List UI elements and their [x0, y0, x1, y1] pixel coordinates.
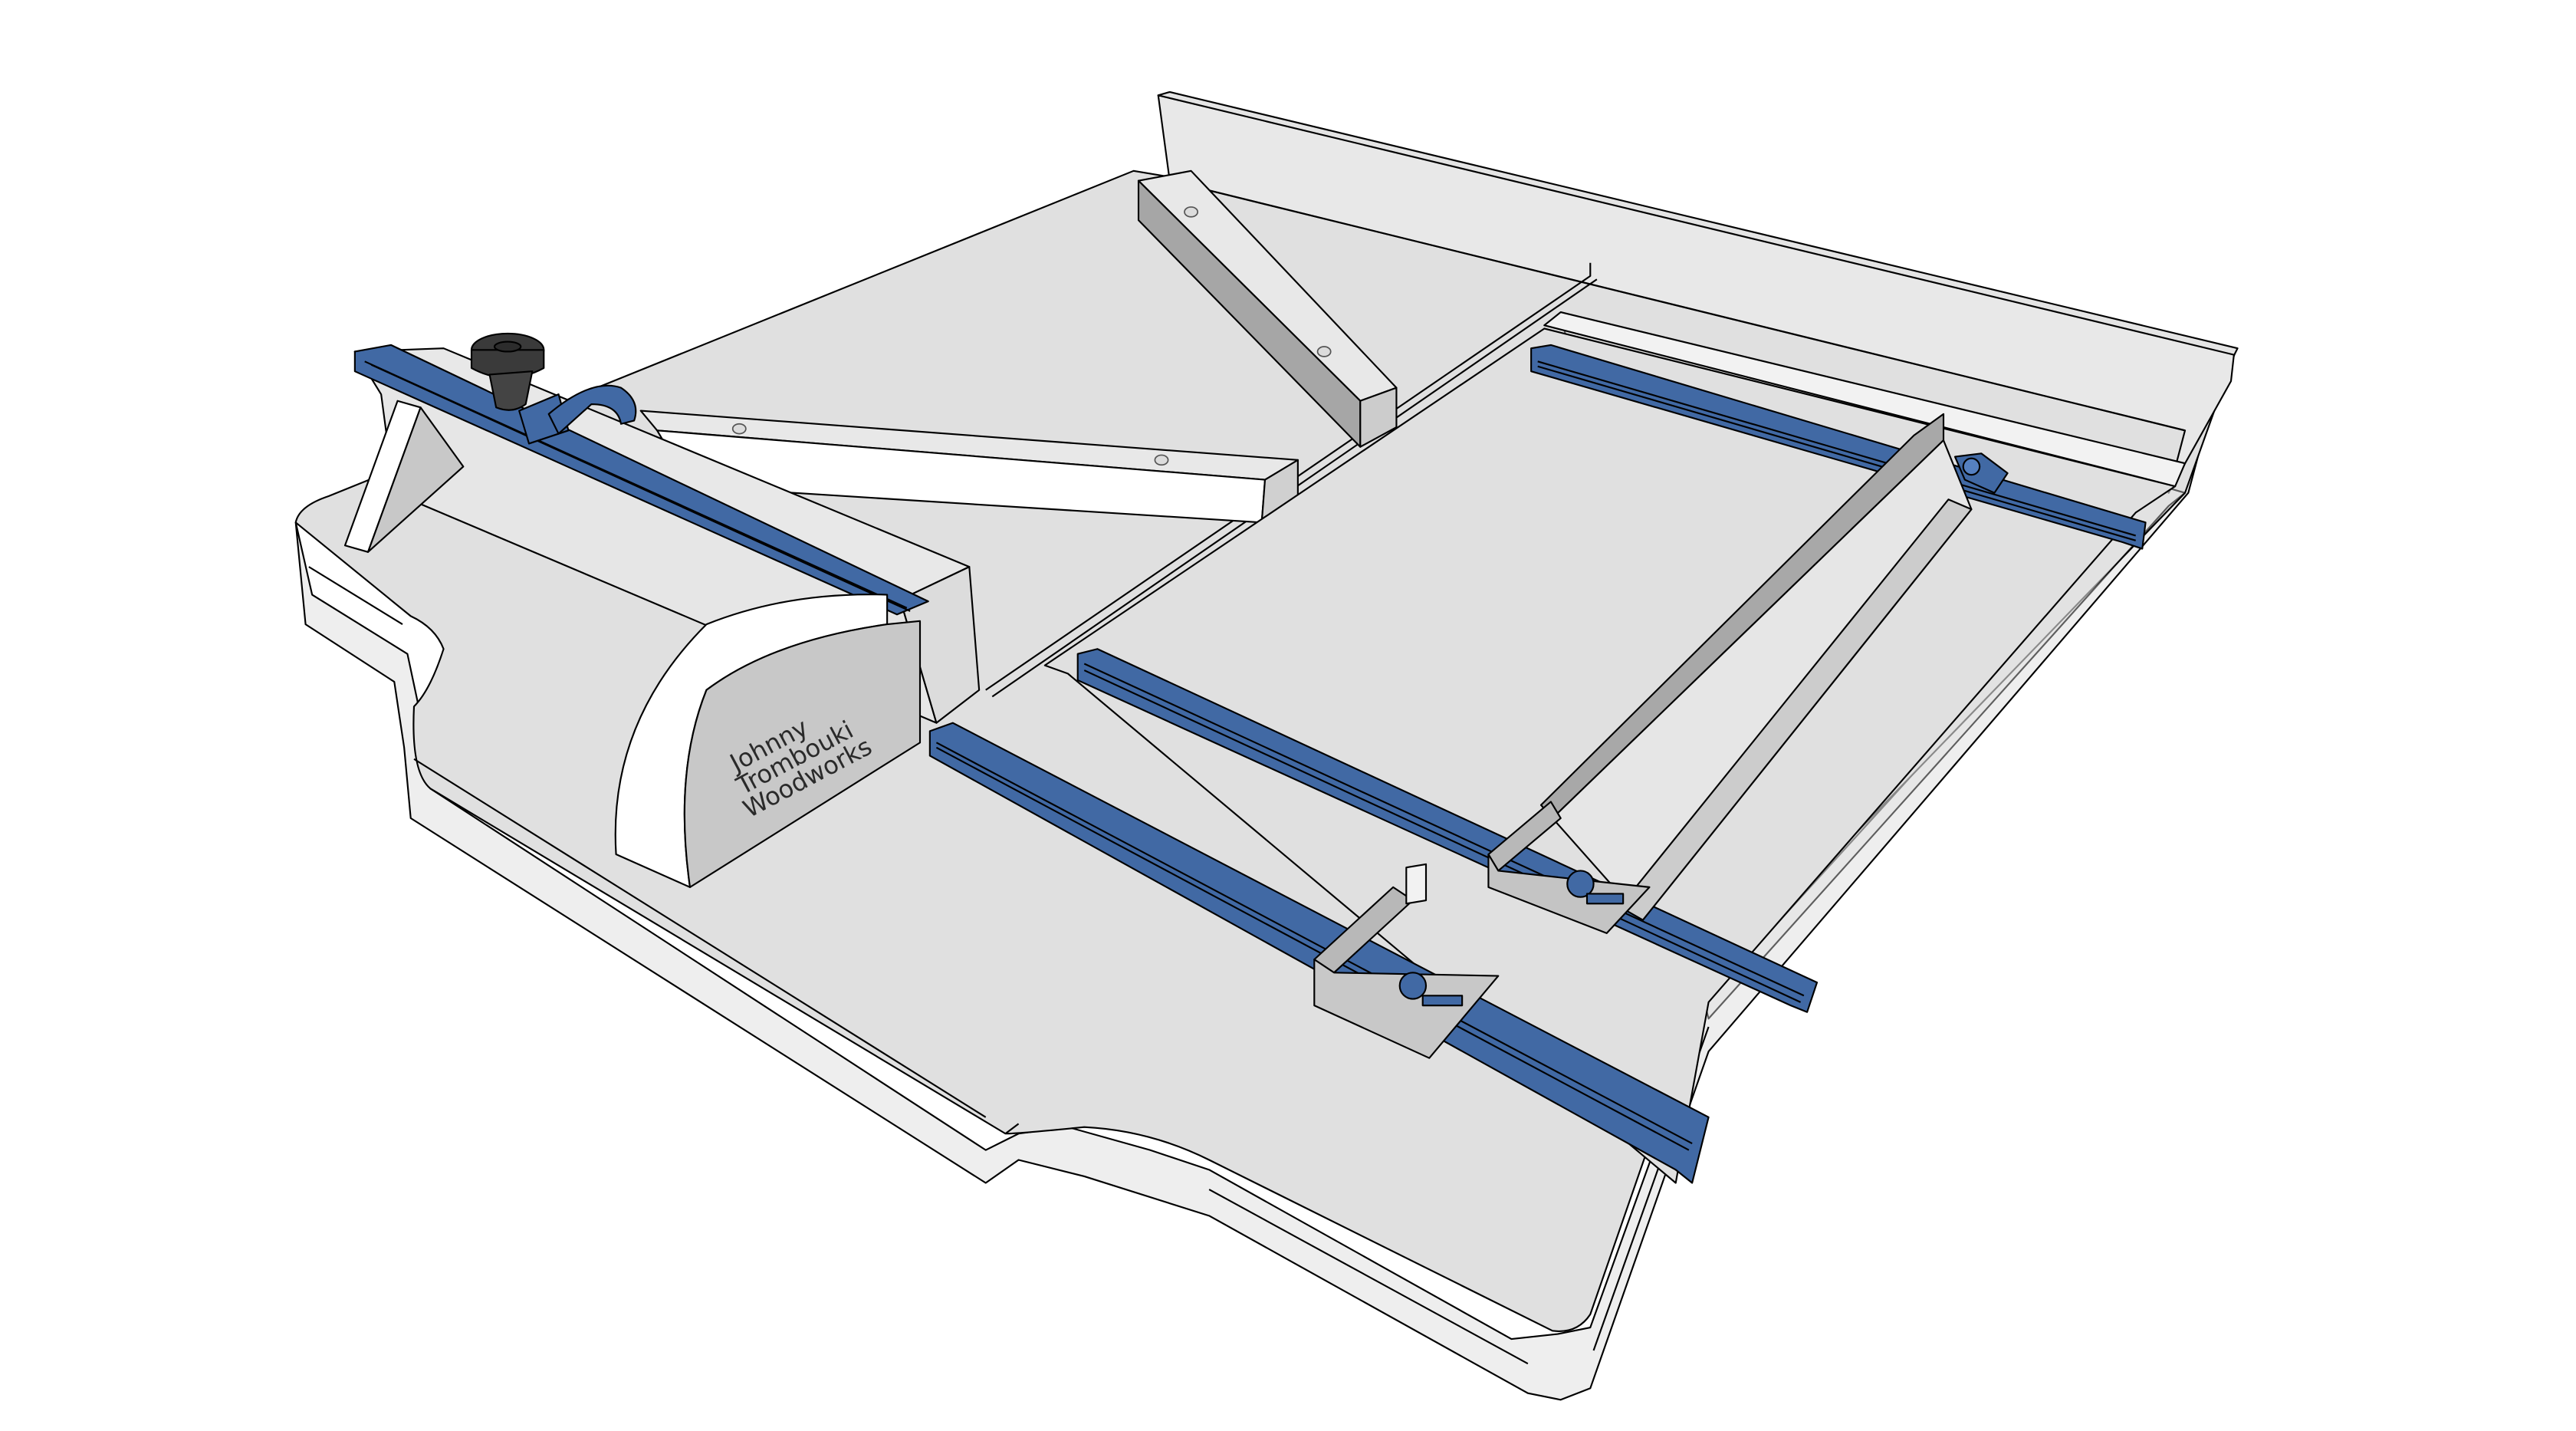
clamp-handle — [1585, 893, 1625, 905]
brace-board-left — [639, 410, 1299, 524]
screw-icon — [731, 423, 747, 435]
flip-stop-middle — [1487, 801, 1651, 934]
base-layer-seam — [308, 566, 1710, 1365]
back-fence — [1157, 90, 2239, 494]
brace-board-right — [1137, 169, 1398, 448]
t-track-lower — [928, 722, 1710, 1184]
screw-icon — [1154, 454, 1169, 466]
screw-icon — [1316, 346, 1332, 357]
t-track-middle — [1076, 648, 1819, 1013]
stop-fence-bar — [1539, 413, 1973, 921]
flip-stop-lower — [1313, 863, 1500, 1059]
t-track-upper-right — [1530, 344, 2147, 550]
knob-icon — [1398, 972, 1428, 1000]
knob-icon — [1962, 457, 1981, 476]
clamp-handle — [1421, 995, 1464, 1007]
screw-icon — [1184, 206, 1198, 218]
flip-stop-upper — [1953, 452, 2009, 494]
knob-icon — [1566, 870, 1595, 898]
hold-down-clamp — [470, 332, 637, 445]
